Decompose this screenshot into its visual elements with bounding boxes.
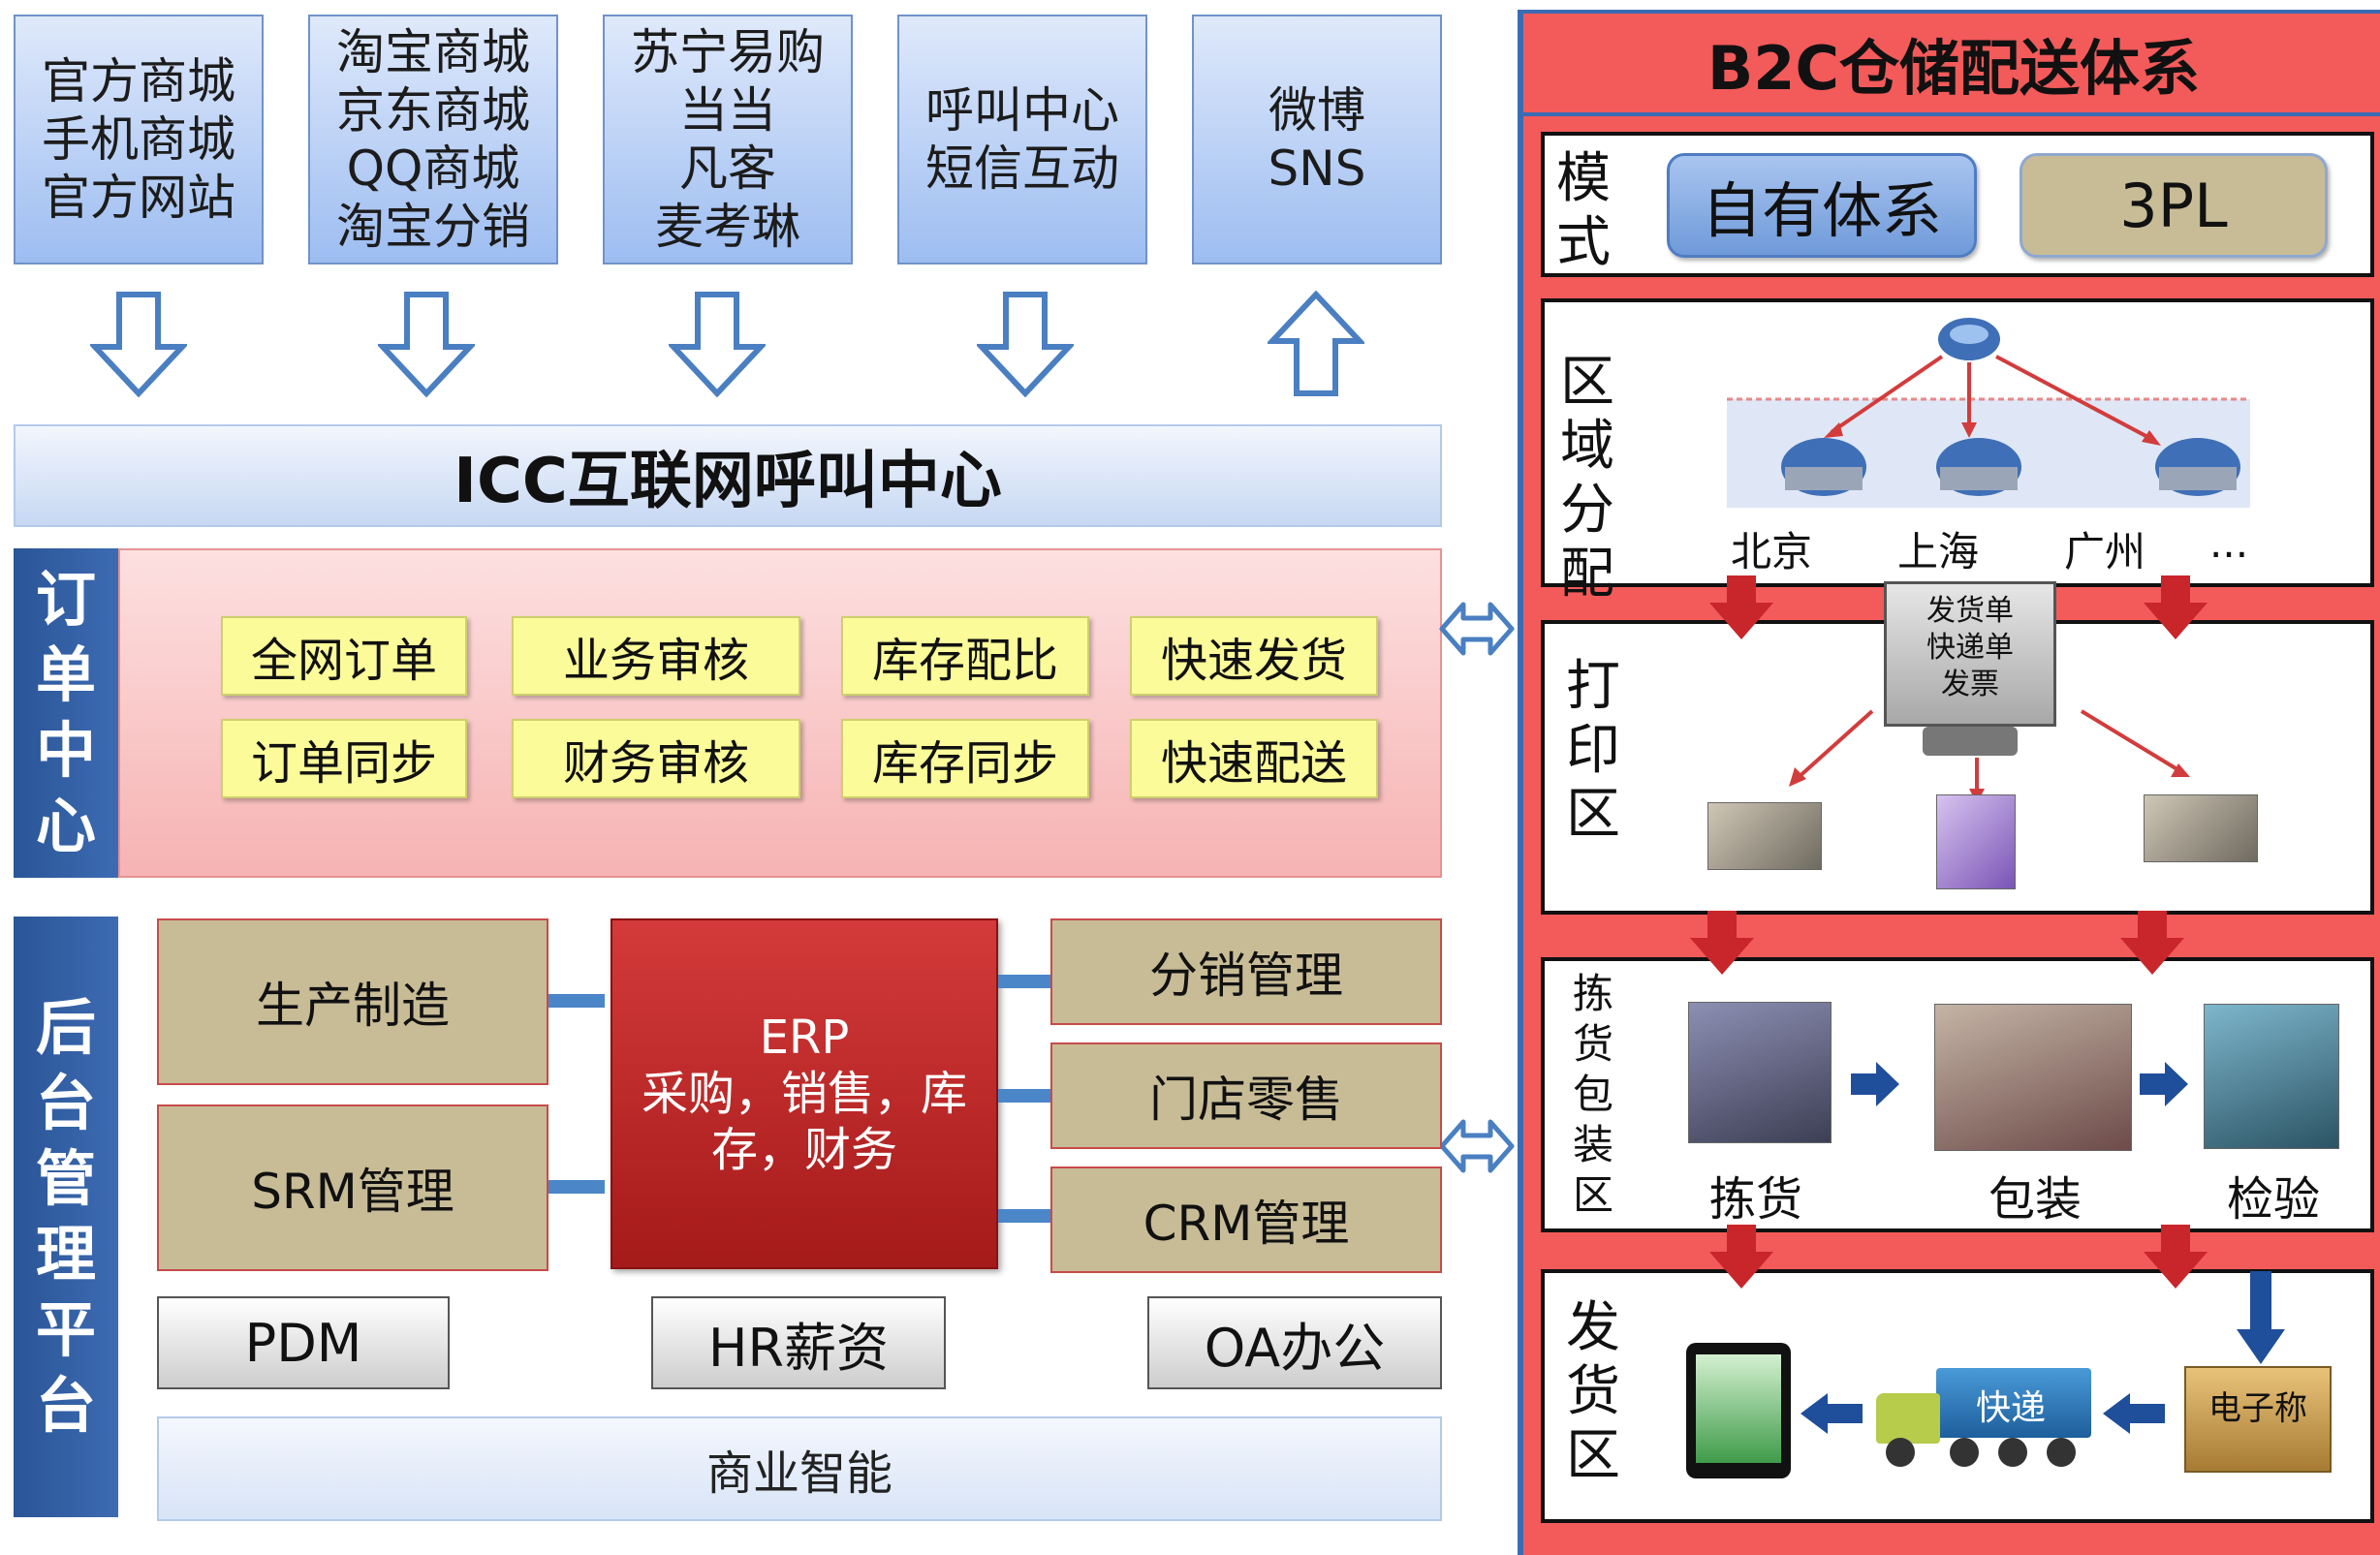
step-picking: 拣货 [1709,1172,1803,1227]
packing-photo [1934,1004,2132,1151]
order-item: 快速配送 [1130,719,1378,798]
connector-line [998,975,1054,988]
srm-box: SRM管理 [157,1104,548,1271]
red-arrow-down-icon [1709,1225,1773,1289]
monitor-text: 发货单 快递单 发票 [1926,594,2014,701]
production-box: 生产制造 [157,918,548,1085]
store-retail-box: 门店零售 [1050,1042,1442,1149]
double-arrow-icon [1439,1119,1515,1173]
channel-marketplaces: 淘宝商城 京东商城 QQ商城 淘宝分销 [308,15,558,264]
city-more: ... [2209,519,2249,567]
region-distribution-graphic [1727,318,2250,508]
mode-label: 模 式 [1556,147,1611,274]
connector-line [548,1180,605,1194]
connector-line [998,1089,1054,1103]
order-item: 快速发货 [1130,616,1378,696]
arrow-up-icon [1268,291,1364,396]
printer-photo [2144,794,2258,862]
pick-pack-label: 拣 货 包 装 区 [1572,970,1613,1219]
order-item: 全网订单 [221,616,467,696]
icc-call-center-bar: ICC互联网呼叫中心 [14,424,1442,527]
step-inspection: 检验 [2227,1172,2321,1227]
backend-platform-tab: 后 台 管 理 平 台 [14,917,118,1517]
distribution-box: 分销管理 [1050,918,1442,1025]
channel-call-sms: 呼叫中心 短信互动 [897,15,1147,264]
region-label: 区 域 分 配 [1560,351,1614,606]
printer-photo [1936,794,2016,889]
panel-left-border [1518,10,1523,1555]
3pl-pill: 3PL [2020,153,2328,258]
connector-line [998,1209,1054,1223]
connector-line [548,994,605,1008]
monitor-screen [1884,581,2056,727]
channel-official-stores: 官方商城 手机商城 官方网站 [14,15,264,264]
order-item: 库存配比 [841,616,1089,696]
printer-photo [1707,802,1822,870]
red-arrow-down-icon [1709,575,1773,639]
warehouse-title: B2C仓储配送体系 [1707,33,2200,104]
arrow-down-icon [90,292,187,397]
order-center-panel [118,548,1442,878]
arrow-down-icon [378,292,475,397]
order-item: 财务审核 [512,719,800,798]
picking-photo [1688,1002,1832,1143]
panel-top-border [1521,10,2380,14]
arrow-right-icon [2140,1062,2188,1106]
red-arrow-down-icon [2144,575,2208,639]
inspection-photo [2204,1004,2339,1149]
scale-icon [2184,1366,2332,1473]
channel-weibo-sns: 微博 SNS [1192,15,1442,264]
city-guangzhou: 广州 [2064,528,2146,575]
order-item: 订单同步 [221,719,467,798]
print-arrows [1789,709,2190,804]
monitor-stand [1923,727,2018,756]
print-label: 打 印 区 [1566,655,1620,846]
double-arrow-icon [1439,602,1515,656]
city-shanghai: 上海 [1897,528,1980,575]
pdm-box: PDM [157,1296,450,1389]
arrow-down-icon [977,292,1074,397]
order-item: 业务审核 [512,616,800,696]
order-center-tab: 订 单 中 心 [14,548,118,878]
title-divider [1521,112,2380,116]
own-system-pill: 自有体系 [1667,153,1977,258]
red-arrow-down-icon [2120,911,2184,975]
arrow-left-icon [1801,1393,1863,1434]
city-beijing: 北京 [1731,528,1813,575]
arrow-right-icon [1851,1062,1899,1106]
hr-box: HR薪资 [651,1296,946,1389]
business-intelligence-bar: 商业智能 [157,1416,1442,1521]
shipping-label: 发 货 区 [1566,1296,1620,1487]
red-arrow-down-icon [2144,1225,2208,1289]
truck-label: 快递 [1975,1388,2046,1428]
order-item: 库存同步 [841,719,1089,798]
step-packing: 包装 [1989,1172,2082,1227]
arrow-down-icon [669,292,766,397]
crm-box: CRM管理 [1050,1166,1442,1273]
truck-icon [1876,1356,2091,1473]
channel-retail-partners: 苏宁易购 当当 凡客 麦考琳 [603,15,853,264]
arrow-left-icon [2103,1393,2165,1434]
oa-box: OA办公 [1147,1296,1442,1389]
red-arrow-down-icon [1690,911,1754,975]
erp-box: ERP 采购，销售，库 存，财务 [611,918,998,1269]
scale-label: 电子称 [2208,1389,2307,1428]
phone-icon [1686,1343,1791,1478]
arrow-down-icon [2237,1271,2285,1364]
